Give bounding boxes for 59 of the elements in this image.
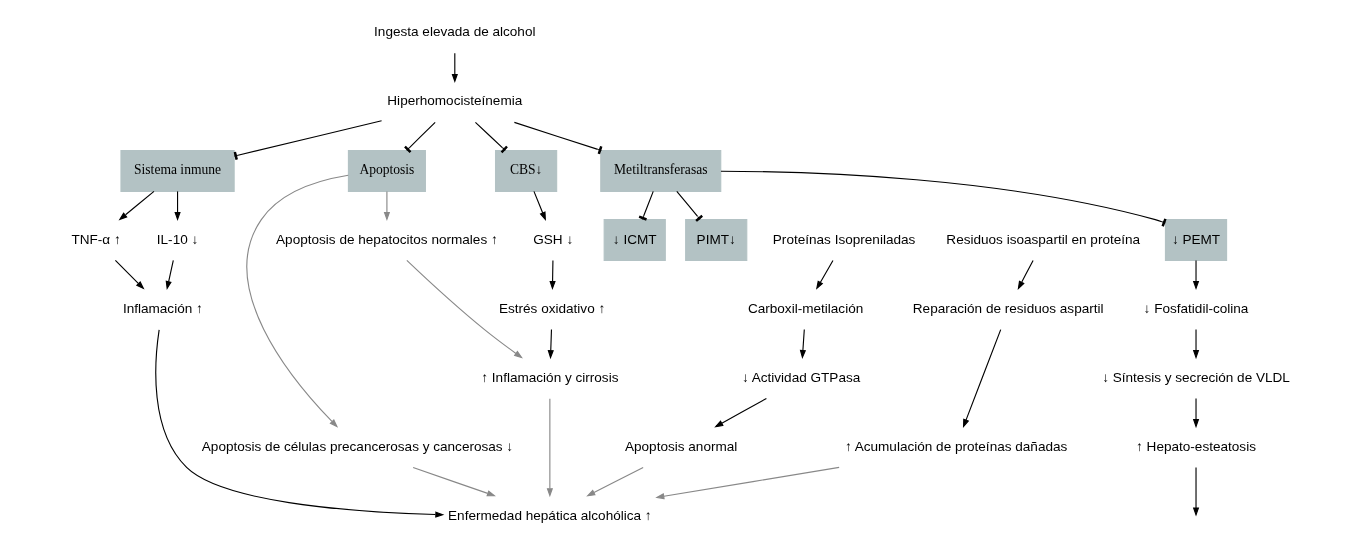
node-text: Apoptosis de células precancerosas y cancerosas ↓ <box>201 438 514 454</box>
arrow <box>547 328 554 360</box>
node-text: Carboxil-metilación <box>747 300 864 316</box>
arrow <box>799 328 807 360</box>
node-text: Ingesta elevada de alcohol <box>374 24 536 40</box>
node-text: Residuos isoaspartil en proteína <box>946 231 1141 247</box>
arrow <box>549 259 556 291</box>
node-text: Apoptosis anormal <box>624 438 738 454</box>
arrow <box>246 174 349 428</box>
arrow <box>1192 328 1200 360</box>
arrow <box>1192 397 1200 429</box>
arrow <box>451 52 458 83</box>
node-box: PIMT↓ <box>685 219 748 261</box>
arrow <box>816 259 834 290</box>
arrow <box>655 466 840 500</box>
connector <box>638 190 654 221</box>
node-box: Metiltransferasas <box>600 150 722 192</box>
node-text: Inflamación ↑ <box>122 300 203 316</box>
node-box: ↓ ICMT <box>603 219 666 261</box>
arrow <box>412 466 496 497</box>
connector <box>513 121 603 155</box>
node-text: Reparación de residuos aspartil <box>912 300 1104 316</box>
arrow <box>1017 259 1034 290</box>
node-text: Hiperhomocisteínemia <box>387 93 523 109</box>
node-text: ↓ Fosfatidil-colina <box>1143 300 1249 316</box>
node-text: ↑ Inflamación y cirrosis <box>481 369 619 385</box>
node-box: ↓ PEMT <box>1164 219 1228 261</box>
arrow <box>174 190 181 222</box>
node-text: TNF-α ↑ <box>71 231 121 247</box>
arrow <box>165 259 174 291</box>
arrow <box>383 190 391 222</box>
arrow <box>962 329 1002 429</box>
connector <box>474 121 508 154</box>
arrow <box>118 190 155 221</box>
node-text: Enfermedad hepática alcohólica ↑ <box>448 507 652 523</box>
connector <box>720 170 1167 227</box>
arrow <box>586 466 644 497</box>
node-text: IL-10 ↓ <box>156 231 199 247</box>
node-text: GSH ↓ <box>533 231 574 247</box>
node-box: Apoptosis <box>347 150 426 192</box>
node-text: ↑ Acumulación de proteínas dañadas <box>844 438 1068 454</box>
connector <box>676 190 703 222</box>
node-text: ↑ Hepato-esteatosis <box>1136 438 1256 454</box>
arrow <box>714 397 767 428</box>
arrow <box>1192 259 1200 291</box>
node-text: Estrés oxidativo ↑ <box>498 300 606 316</box>
arrow <box>533 190 546 221</box>
node-text: ↓ Síntesis y secreción de VLDL <box>1102 369 1290 385</box>
arrow <box>1192 466 1200 517</box>
node-text: Proteínas Isopreniladas <box>772 231 916 247</box>
arrow <box>155 329 445 518</box>
node-box: Sistema inmune <box>120 150 235 192</box>
connector <box>233 120 383 160</box>
arrow <box>406 259 523 359</box>
arrow <box>114 259 145 290</box>
node-text: ↓ Actividad GTPasa <box>741 369 861 385</box>
node-text: Apoptosis de hepatocitos normales ↑ <box>276 231 498 247</box>
node-box: CBS↓ <box>494 150 558 192</box>
arrow <box>546 398 554 498</box>
